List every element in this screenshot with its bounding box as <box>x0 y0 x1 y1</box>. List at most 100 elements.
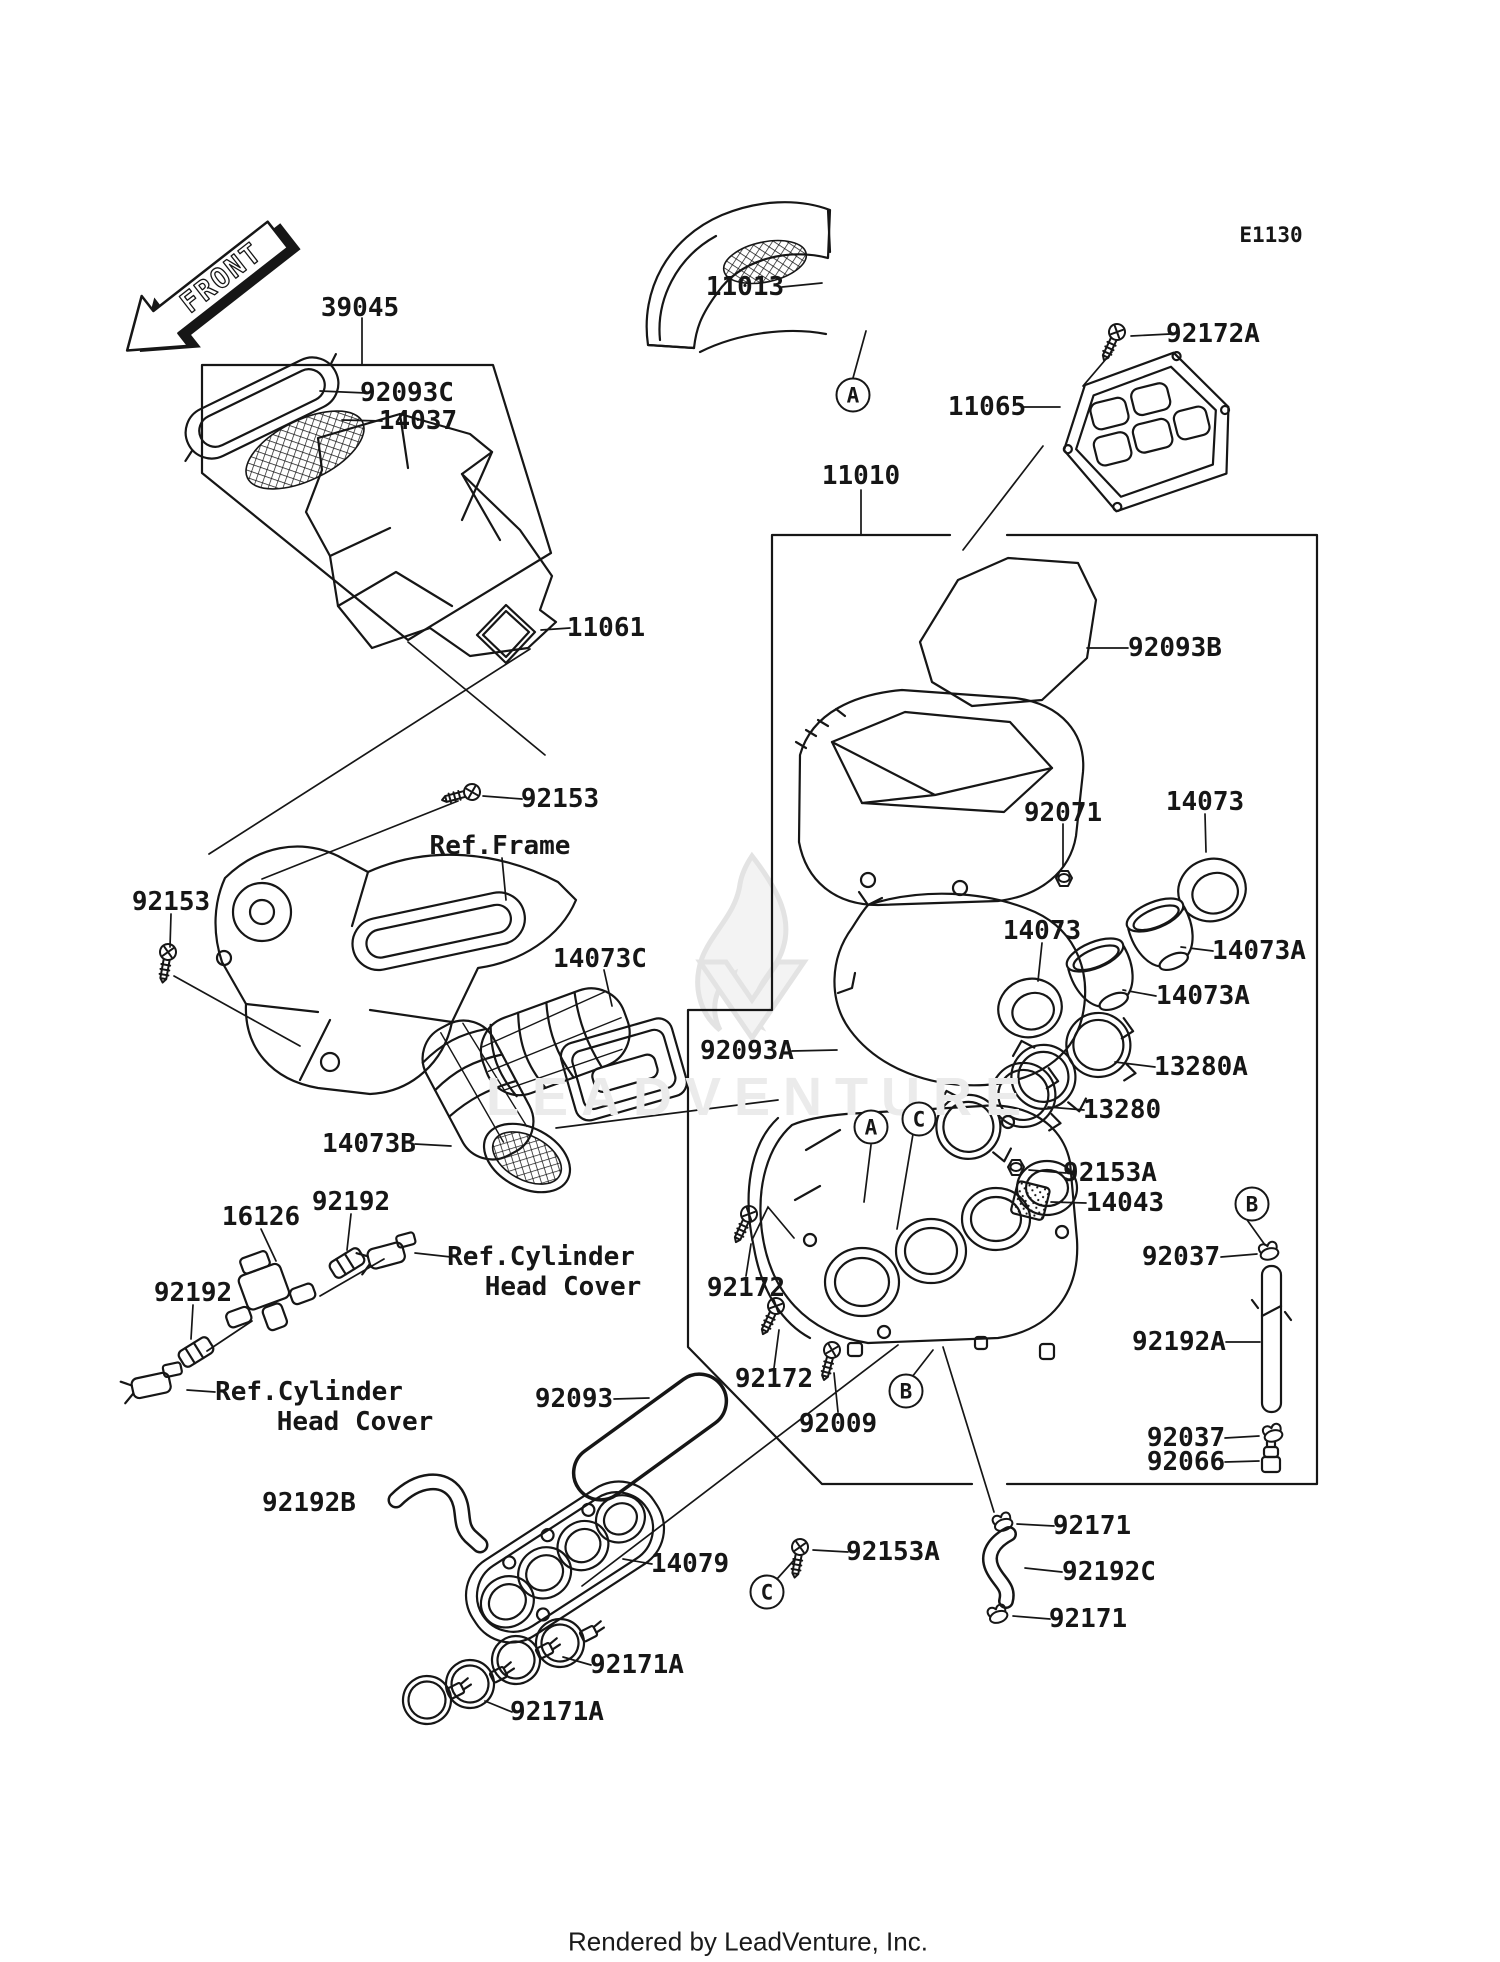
duct-cover-92093c <box>184 353 340 463</box>
part-label-92171: 92171 <box>1052 1511 1132 1541</box>
part-label-11010: 11010 <box>821 461 901 491</box>
screw-92153-top <box>438 781 483 809</box>
part-label-92171a: 92171A <box>590 1650 684 1680</box>
plug-92066 <box>1260 1440 1282 1474</box>
clamp-92037-top <box>1256 1239 1281 1263</box>
part-label-92192: 92192 <box>153 1278 233 1308</box>
nut-92153a <box>1006 1158 1026 1177</box>
part-label-14073a: 14073A <box>1156 981 1250 1011</box>
screw-92172-1 <box>727 1202 761 1247</box>
screw-92153-left <box>153 941 179 986</box>
view-callout-c: C <box>749 1574 785 1610</box>
part-label-ref-cylinder: Ref.Cylinder <box>447 1242 635 1272</box>
part-label-ref-frame: Ref.Frame <box>429 831 571 861</box>
screw-92172a <box>1095 320 1129 365</box>
funnel-14073a-1 <box>1120 890 1206 981</box>
part-label-92093a: 92093A <box>700 1036 794 1066</box>
part-label-14079: 14079 <box>650 1549 730 1579</box>
housing-base-11010 <box>747 1104 1079 1361</box>
clamp-92171a-3 <box>398 1668 476 1731</box>
valve-16126 <box>225 1250 317 1332</box>
clamp-92037-bottom <box>1260 1421 1285 1445</box>
hose-92192b <box>387 1473 489 1554</box>
gasket-92093b <box>918 556 1098 708</box>
connector-92192-1 <box>328 1247 366 1279</box>
part-label-14073a: 14073A <box>1212 936 1306 966</box>
air-filter-11013 <box>645 201 832 354</box>
connector-92192-2 <box>177 1336 215 1368</box>
view-callout-c: C <box>901 1101 937 1137</box>
watermark-text: LEADVENTURE <box>485 1067 1035 1127</box>
part-label-16126: 16126 <box>221 1202 301 1232</box>
part-label-92093b: 92093B <box>1128 633 1222 663</box>
part-label-11065: 11065 <box>947 392 1027 422</box>
part-label-14073: 14073 <box>1002 916 1082 946</box>
ring-14073-right <box>1177 857 1247 923</box>
seal-92093 <box>571 1372 729 1502</box>
part-label-14073b: 14073B <box>322 1129 416 1159</box>
part-label-92153: 92153 <box>520 784 600 814</box>
part-label-92037: 92037 <box>1141 1242 1221 1272</box>
part-label-92009: 92009 <box>798 1409 878 1439</box>
ring-14073-left <box>997 977 1063 1039</box>
screw-92153a-bottom <box>785 1536 811 1581</box>
box-39045 <box>200 363 553 642</box>
part-label-11013: 11013 <box>705 272 785 302</box>
gasket-92093a <box>833 890 1087 1087</box>
screw-92009 <box>815 1339 843 1384</box>
part-label-92192b: 92192B <box>262 1488 356 1518</box>
part-label-14073: 14073 <box>1165 787 1245 817</box>
part-label-14073c: 14073C <box>553 944 647 974</box>
watermark-logo <box>695 851 809 1043</box>
gasket-11061 <box>475 603 537 665</box>
part-label-head-cover: Head Cover <box>484 1272 642 1302</box>
fitting-head-cover-right <box>355 1231 417 1276</box>
fitting-head-cover-left <box>119 1361 183 1405</box>
part-label-92171a: 92171A <box>510 1697 604 1727</box>
part-label-92172: 92172 <box>734 1364 814 1394</box>
part-label-92153a: 92153A <box>1063 1158 1157 1188</box>
funnel-plate-14079 <box>464 1480 666 1644</box>
part-label-11061: 11061 <box>566 613 646 643</box>
leader-lines <box>169 282 1266 1713</box>
duct-14073b <box>421 1019 572 1194</box>
part-label-92192a: 92192A <box>1132 1327 1226 1357</box>
ram-air-duct-39045 <box>304 412 558 658</box>
element-11065 <box>1062 351 1231 513</box>
part-label-92172a: 92172A <box>1166 319 1260 349</box>
part-label-92171: 92171 <box>1048 1604 1128 1634</box>
part-label-92071: 92071 <box>1023 798 1103 828</box>
part-label-14043: 14043 <box>1085 1188 1165 1218</box>
view-callout-a: A <box>835 377 871 413</box>
view-callout-b: B <box>1234 1186 1270 1222</box>
nut-92071 <box>1054 869 1074 888</box>
box-11010 <box>686 533 1319 1486</box>
duct-screen-14037 <box>245 410 365 490</box>
part-label-13280a: 13280A <box>1154 1052 1248 1082</box>
part-label-92192: 92192 <box>311 1187 391 1217</box>
frame-ref <box>214 845 578 1096</box>
clamp-92171a-4 <box>441 1652 519 1715</box>
part-label-13280: 13280 <box>1082 1095 1162 1125</box>
part-label-92172: 92172 <box>706 1273 786 1303</box>
part-label-92066: 92066 <box>1146 1447 1226 1477</box>
view-callout-a: A <box>853 1109 889 1145</box>
housing-cap-11010 <box>794 688 1085 907</box>
diagram-code: E1130 <box>1239 223 1303 247</box>
part-label-39045: 39045 <box>320 293 400 323</box>
part-label-92192c: 92192C <box>1062 1557 1156 1587</box>
duct-14073c <box>479 987 688 1122</box>
tube-92192a <box>1250 1264 1293 1414</box>
view-callout-b: B <box>888 1373 924 1409</box>
part-label-92153a: 92153A <box>846 1537 940 1567</box>
part-label-92037: 92037 <box>1146 1423 1226 1453</box>
part-label-92093: 92093 <box>534 1384 614 1414</box>
hose-92192c <box>982 1526 1017 1609</box>
part-label-head-cover: Head Cover <box>276 1407 434 1437</box>
footer-credit: Rendered by LeadVenture, Inc. <box>568 1926 928 1957</box>
part-label-ref-cylinder: Ref.Cylinder <box>215 1377 403 1407</box>
part-label-92093c: 92093C <box>360 378 454 408</box>
part-label-14037: 14037 <box>378 406 458 436</box>
